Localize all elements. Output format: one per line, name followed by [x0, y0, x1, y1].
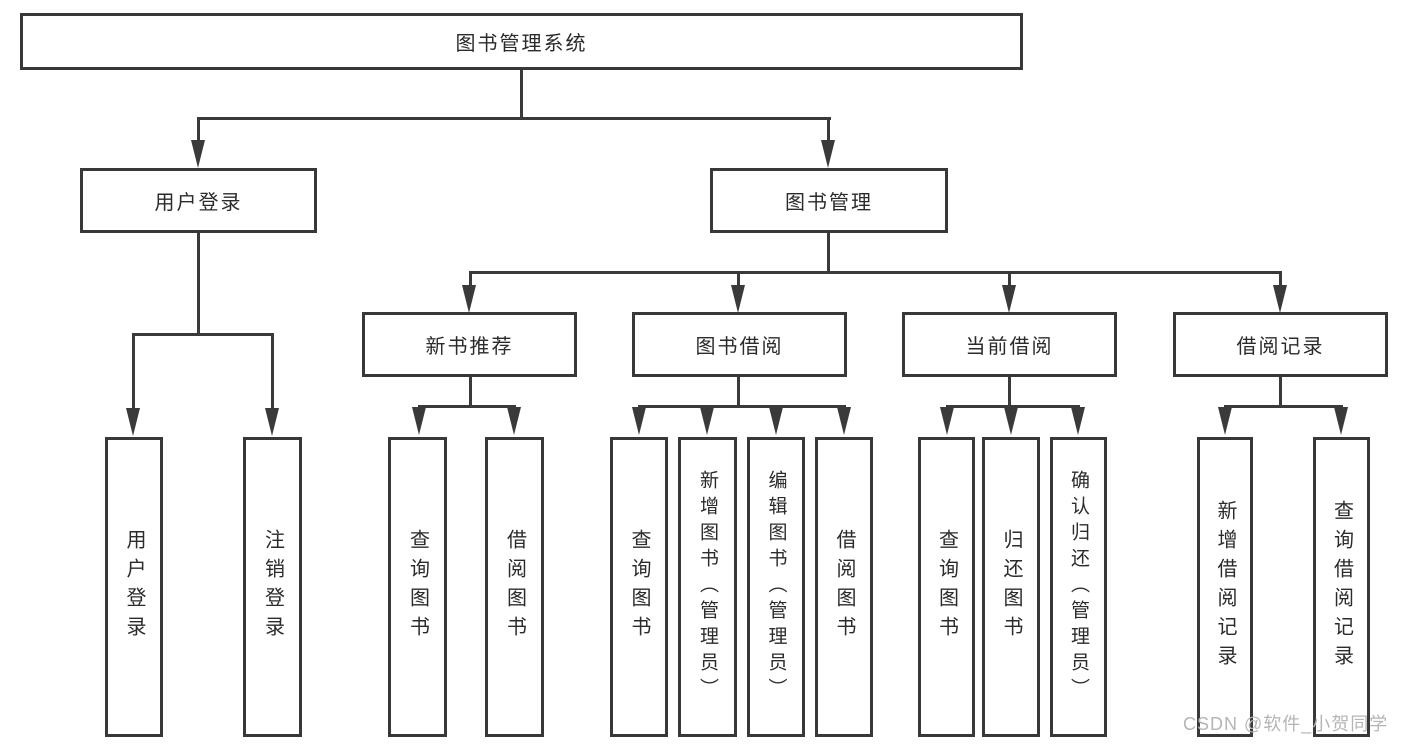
edge-book-borrow-connector-line — [638, 405, 846, 408]
node-cb-query-book: 查询图书 — [918, 437, 975, 737]
node-user-login: 用户登录 — [80, 168, 317, 233]
node-borrow-record: 借阅记录 — [1173, 312, 1388, 377]
edge-root-stem-line — [520, 70, 523, 118]
node-cb-confirm-return-label: 确认归还（管理员） — [1068, 470, 1089, 704]
arrowhead-cb-confirm-return-icon — [1071, 407, 1085, 435]
edge-to-login-leaf-line — [132, 333, 135, 409]
arrowhead-cb-query-book-icon — [940, 407, 954, 435]
edge-level3-connector-line — [469, 271, 1282, 274]
edge-new-book-rec-stem-line — [469, 377, 472, 407]
arrowhead-cb-return-book-icon — [1004, 407, 1018, 435]
node-current-borrow-label: 当前借阅 — [965, 336, 1054, 358]
edge-current-borrow-stem-line — [1008, 377, 1011, 407]
edge-level1-connector-line — [197, 117, 831, 120]
node-bb-query-book: 查询图书 — [610, 437, 668, 737]
node-bb-borrow-book: 借阅图书 — [815, 437, 873, 737]
node-logout-leaf-label: 注销登录 — [261, 529, 284, 645]
arrowhead-to-login-leaf-icon — [126, 408, 140, 436]
edge-to-logout-leaf-line — [271, 333, 274, 409]
arrowhead-bb-borrow-book-icon — [837, 407, 851, 435]
arrowhead-to-user-login-icon — [191, 140, 205, 168]
arrowhead-bb-edit-book-icon — [769, 407, 783, 435]
arrowhead-rec-borrow-book-icon — [507, 407, 521, 435]
node-br-add-record-label: 新增借阅记录 — [1214, 500, 1236, 674]
node-new-book-rec-label: 新书推荐 — [425, 336, 514, 358]
node-book-borrow: 图书借阅 — [632, 312, 847, 377]
node-rec-query-book-label: 查询图书 — [406, 529, 429, 645]
edge-book-mgmt-stem-line — [827, 233, 830, 274]
arrowhead-to-new-book-rec-icon — [462, 285, 476, 313]
edge-new-book-rec-connector-line — [418, 405, 516, 408]
edge-to-book-mgmt-line — [827, 117, 830, 142]
node-logout-leaf: 注销登录 — [243, 437, 302, 737]
edge-borrow-record-connector-line — [1224, 405, 1343, 408]
node-root: 图书管理系统 — [20, 13, 1023, 70]
node-br-query-record-label: 查询借阅记录 — [1330, 500, 1353, 674]
node-cb-confirm-return: 确认归还（管理员） — [1050, 437, 1107, 737]
edge-user-login-stem-line — [197, 233, 200, 336]
node-login-leaf-label: 用户登录 — [123, 529, 145, 645]
edge-book-borrow-stem-line — [737, 377, 740, 407]
node-login-leaf: 用户登录 — [105, 437, 163, 737]
edge-to-user-login-line — [197, 117, 200, 142]
node-rec-query-book: 查询图书 — [388, 437, 447, 737]
arrowhead-to-logout-leaf-icon — [265, 408, 279, 436]
node-rec-borrow-book: 借阅图书 — [485, 437, 544, 737]
node-new-book-rec: 新书推荐 — [362, 312, 577, 377]
node-bb-add-book-label: 新增图书（管理员） — [697, 470, 718, 704]
node-book-mgmt-label: 图书管理 — [785, 192, 873, 214]
arrowhead-bb-query-book-icon — [632, 407, 646, 435]
arrowhead-br-query-record-icon — [1334, 407, 1348, 435]
node-cb-return-book-label: 归还图书 — [1000, 529, 1022, 645]
edge-current-borrow-connector-line — [946, 405, 1080, 408]
node-bb-edit-book: 编辑图书（管理员） — [747, 437, 805, 737]
node-rec-borrow-book-label: 借阅图书 — [503, 529, 526, 645]
arrowhead-to-borrow-record-icon — [1273, 285, 1287, 313]
node-book-mgmt: 图书管理 — [710, 168, 948, 233]
node-cb-query-book-label: 查询图书 — [935, 529, 958, 645]
csdn-watermark: CSDN @软件_小贺同学 — [1183, 714, 1389, 734]
arrowhead-to-book-mgmt-icon — [821, 140, 835, 168]
arrowhead-to-book-borrow-icon — [731, 285, 745, 313]
arrowhead-br-add-record-icon — [1218, 407, 1232, 435]
edge-to-borrow-record-line — [1279, 271, 1282, 287]
node-cb-return-book: 归还图书 — [982, 437, 1040, 737]
node-bb-edit-book-label: 编辑图书（管理员） — [765, 470, 787, 704]
node-br-query-record: 查询借阅记录 — [1313, 437, 1370, 737]
node-user-login-label: 用户登录 — [154, 192, 243, 214]
edge-user-login-connector-line — [132, 333, 274, 336]
edge-to-new-book-rec-line — [469, 271, 472, 287]
node-bb-add-book: 新增图书（管理员） — [678, 437, 737, 737]
node-br-add-record: 新增借阅记录 — [1197, 437, 1253, 737]
arrowhead-to-current-borrow-icon — [1002, 285, 1016, 313]
node-bb-query-book-label: 查询图书 — [628, 529, 650, 645]
node-book-borrow-label: 图书借阅 — [695, 336, 784, 358]
edge-to-book-borrow-line — [737, 271, 740, 287]
node-bb-borrow-book-label: 借阅图书 — [833, 529, 855, 645]
edge-borrow-record-stem-line — [1279, 377, 1282, 407]
edge-to-current-borrow-line — [1008, 271, 1011, 287]
node-borrow-record-label: 借阅记录 — [1236, 336, 1325, 358]
arrowhead-rec-query-book-icon — [412, 407, 426, 435]
arrowhead-bb-add-book-icon — [700, 407, 714, 435]
node-root-label: 图书管理系统 — [455, 33, 588, 55]
node-current-borrow: 当前借阅 — [902, 312, 1117, 377]
